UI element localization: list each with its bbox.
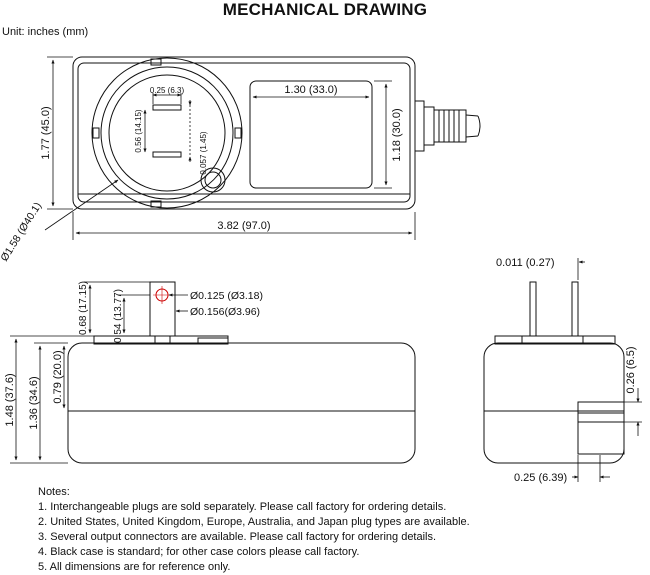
dim-prong-length: 0.56 (14.15)	[134, 109, 143, 152]
plug-disc	[91, 57, 243, 209]
notes-section: Notes: 1. Interchangeable plugs are sold…	[38, 485, 470, 575]
note-item: 5. All dimensions are for reference only…	[38, 561, 231, 573]
dim-body-height: 1.36 (34.6)	[28, 376, 40, 429]
front-view	[67, 281, 416, 464]
dim-label-height: 1.18 (30.0)	[391, 108, 403, 161]
note-item: 4. Black case is standard; for other cas…	[38, 546, 360, 558]
dim-hole-height: 0.54 (13.77)	[113, 289, 124, 343]
notes-heading: Notes:	[38, 486, 70, 498]
dim-hole-small: Ø0.125 (Ø3.18)	[190, 290, 263, 302]
side-view-plug-base	[494, 335, 616, 345]
top-view	[72, 56, 481, 210]
dim-overall-length: 3.82 (97.0)	[217, 220, 270, 232]
front-view-case	[67, 342, 416, 464]
dim-prong-thickness: 0.057 (1.45)	[199, 131, 208, 174]
release-button	[200, 167, 226, 193]
side-view-prong-left	[529, 281, 537, 337]
dim-prong-spacing: 0.25 (6.3)	[150, 86, 185, 95]
side-view-prong-right	[571, 281, 579, 337]
dim-hole-large: Ø0.156(Ø3.96)	[190, 306, 260, 318]
page-title: MECHANICAL DRAWING	[222, 0, 428, 19]
note-item: 1. Interchangeable plugs are sold separa…	[38, 501, 447, 513]
dim-cord-height: 0.26 (6.5)	[625, 346, 637, 393]
unit-label: Unit: inches (mm)	[2, 26, 89, 38]
dim-circle-diameter: Ø1.58 (Ø40.1)	[0, 200, 44, 263]
dim-label-width: 1.30 (33.0)	[284, 84, 337, 96]
note-item: 2. United States, United Kingdom, Europe…	[38, 516, 470, 528]
top-view-case-inner	[77, 62, 411, 203]
side-view-cord-exit	[577, 401, 625, 455]
note-item: 3. Several output connectors are availab…	[38, 531, 437, 543]
dim-case-step: 0.79 (20.0)	[52, 350, 64, 403]
front-view-prong	[149, 281, 176, 337]
dim-prong-width-side: 0.011 (0.27)	[496, 257, 555, 269]
dim-overall-height: 1.48 (37.6)	[4, 373, 16, 426]
dim-plug-height: 0.68 (17.15)	[78, 281, 89, 335]
dim-height-top: 1.77 (45.0)	[40, 106, 52, 159]
cord-strain-relief	[414, 100, 481, 152]
side-view-case	[483, 342, 625, 464]
side-view	[483, 281, 625, 464]
prong-slot-top	[152, 104, 182, 111]
dim-cord-width: 0.25 (6.39)	[514, 472, 567, 484]
label-area	[249, 80, 373, 189]
prong-slot-bottom	[152, 151, 182, 158]
top-view-case-outer	[72, 56, 416, 210]
